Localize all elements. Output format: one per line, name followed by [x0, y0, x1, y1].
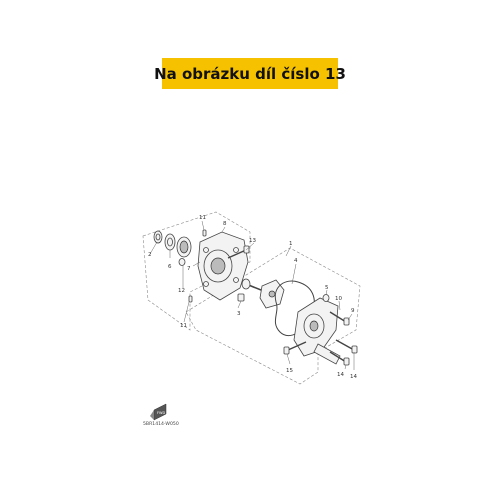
bolt	[329, 311, 350, 326]
callout-10: 10	[335, 296, 342, 302]
callout-8: 8	[223, 221, 227, 227]
seal-stack	[153, 230, 192, 266]
dowel-pin	[202, 229, 207, 237]
svg-text:FWD: FWD	[157, 411, 165, 415]
leader-line	[149, 220, 355, 370]
callout-4: 4	[294, 258, 298, 264]
dowel-pin	[188, 295, 193, 303]
bolt	[329, 351, 350, 366]
callout-1: 1	[289, 241, 293, 247]
callout-13: 13	[249, 238, 256, 244]
part-number-banner: Na obrázku díl číslo 13	[154, 58, 346, 89]
callout-11: 11	[180, 323, 187, 329]
bolt	[283, 341, 307, 355]
callout-12: 12	[178, 288, 185, 294]
callout-3: 3	[237, 311, 241, 317]
callout-11: 11	[199, 215, 206, 221]
diagram-code: 5BR1414-W050	[143, 421, 179, 427]
callout-14: 14	[350, 374, 357, 380]
callout-7: 7	[187, 266, 191, 272]
pump-housing	[197, 231, 249, 301]
callout-6: 6	[168, 264, 172, 270]
impeller	[241, 278, 285, 309]
front-direction-icon: FWD	[150, 403, 167, 421]
callout-15: 15	[286, 368, 293, 374]
callout-14: 14	[337, 372, 344, 378]
washer	[322, 294, 330, 302]
bolt	[335, 339, 358, 354]
callout-2: 2	[148, 252, 152, 258]
callout-9: 9	[351, 308, 355, 314]
banner-text: Na obrázku díl číslo 13	[154, 64, 346, 83]
drain-bolt	[237, 293, 245, 302]
callout-5: 5	[325, 285, 329, 291]
